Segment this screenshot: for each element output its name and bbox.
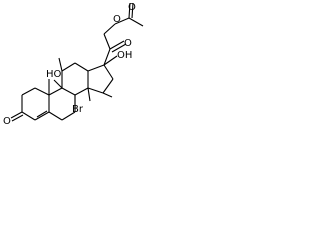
ring-c — [61, 62, 89, 96]
ring-a — [21, 87, 50, 121]
ester-oxygen-label: O — [113, 14, 121, 25]
ketone-group — [10, 111, 24, 122]
bromine-label: Br — [72, 104, 84, 115]
ketone-oxygen-label: O — [3, 116, 11, 127]
hydroxy-17-label: OH — [117, 50, 132, 61]
hydroxy-11-label: HO — [46, 69, 62, 80]
acetoxy-side-chain — [103, 2, 144, 53]
acetyl-oxygen-label: O — [128, 2, 136, 13]
substituents — [48, 48, 118, 108]
structural-formula: O HO OH Br O O O — [3, 2, 144, 127]
ring-d — [87, 64, 114, 94]
c20-oxygen-label: O — [124, 38, 132, 49]
